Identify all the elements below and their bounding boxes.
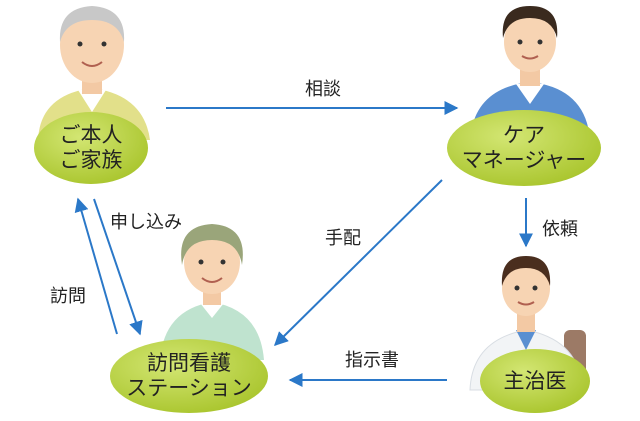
consultation-label: 相談 — [305, 79, 341, 100]
instruction-label: 指示書 — [345, 350, 399, 371]
nursing-station-node — [110, 339, 268, 413]
family-label: ご本人 ご家族 — [59, 123, 123, 172]
visit-arrow — [74, 197, 118, 335]
application-label: 申し込み — [110, 212, 182, 233]
nursing-station-label: 訪問看護 ステーション — [126, 351, 252, 400]
family-node — [34, 112, 148, 184]
doctor-node — [480, 349, 590, 413]
application-arrow — [93, 198, 143, 336]
arrangement-arrow — [274, 179, 443, 346]
arrangement-label: 手配 — [325, 228, 361, 249]
request-label: 依頼 — [542, 219, 578, 240]
doctor-label: 主治医 — [503, 368, 567, 393]
care-manager-label: ケア マネージャー — [461, 123, 587, 172]
care-manager-node — [447, 110, 601, 186]
visit-label: 訪問 — [50, 286, 86, 307]
